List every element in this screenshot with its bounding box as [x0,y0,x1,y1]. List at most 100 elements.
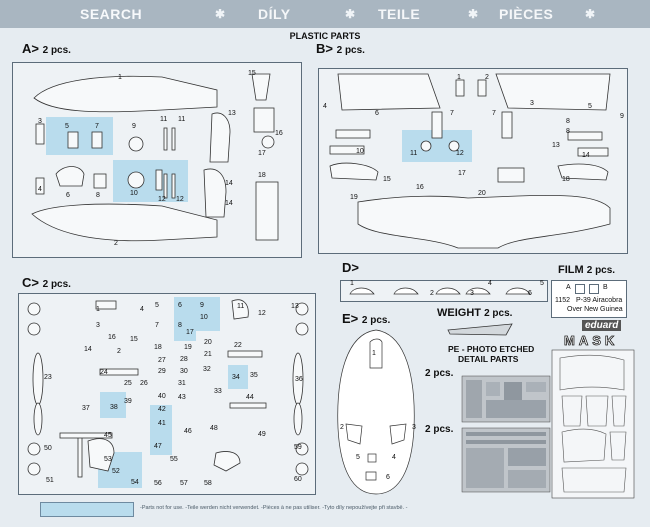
part-number: 3 [412,424,416,431]
part-number: 7 [492,110,496,117]
part-number: 12 [456,150,464,157]
part-number: 14 [225,200,233,207]
sprue-e-label: E> 2 pcs. [342,311,391,326]
part-number: 36 [295,376,303,383]
part-number: 6 [386,474,390,481]
part-number: 3 [38,118,42,125]
star-icon: ✱ [345,7,356,21]
part-number: 16 [416,184,424,191]
mask-sheet [551,349,635,499]
part-number: 2 [430,290,434,297]
part-number: 51 [46,477,54,484]
part-number: 6 [66,192,70,199]
part-number: 13 [552,142,560,149]
sprue-c-frame [18,293,316,495]
part-number: 14 [582,152,590,159]
star-icon: ✱ [468,7,479,21]
part-number: 41 [158,420,166,427]
part-number: 29 [158,368,166,375]
header-lang-0: DÍLY [258,6,291,22]
part-number: 4 [140,306,144,313]
part-number: 19 [184,344,192,351]
part-number: 4 [323,103,327,110]
part-number: 17 [458,170,466,177]
pe-title: PE - PHOTO ETCHED [448,344,535,354]
part-number: 32 [203,366,211,373]
part-number: 10 [200,314,208,321]
part-number: 6 [375,110,379,117]
film-name: P-39 Airacobra [576,297,623,304]
sprue-c-label: C> 2 pcs. [22,275,71,290]
part-number: 8 [178,322,182,329]
part-number: 4 [38,186,42,193]
sprue-b-label: B> 2 pcs. [316,41,365,56]
part-number: 13 [228,110,236,117]
part-number: 20 [204,339,212,346]
part-number: 7 [95,123,99,130]
film-a-label: A [566,284,571,291]
part-number: 31 [178,380,186,387]
header-bar: SEARCH ✱ DÍLY ✱ TEILE ✱ PIÈCES ✱ [0,0,650,28]
part-number: 1 [118,74,122,81]
star-icon: ✱ [215,7,226,21]
part-number: 54 [131,479,139,486]
sprue-c-parts [27,299,309,478]
header-search-label: SEARCH [80,6,143,22]
part-number: 18 [562,176,570,183]
part-number: 16 [108,334,116,341]
part-number: 25 [124,380,132,387]
part-number: 11 [160,116,168,123]
part-number: 6 [528,290,532,297]
part-number: 56 [154,480,162,487]
part-number: 15 [248,70,256,77]
part-number: 21 [204,351,212,358]
film-b-label: B [603,284,608,291]
part-number: 7 [155,322,159,329]
sprue-a-parts [31,73,279,242]
part-number: 13 [291,303,299,310]
part-number: 22 [234,342,242,349]
part-number: 18 [154,344,162,351]
unused-parts-highlight [174,297,196,341]
part-number: 23 [44,374,52,381]
header-lang-2: PIÈCES [499,6,554,22]
part-number: 52 [112,468,120,475]
unused-parts-highlight [228,365,248,389]
part-number: 4 [392,454,396,461]
part-number: 16 [275,130,283,137]
part-number: 30 [180,368,188,375]
pe-fret2-count: 2 pcs. [425,424,454,435]
unused-parts-highlight [100,392,126,418]
part-number: 46 [184,428,192,435]
film-a-shape [575,284,585,294]
part-number: 3 [530,100,534,107]
mask-brand: eduard [582,320,622,331]
part-number: 18 [258,172,266,179]
part-number: 10 [356,148,364,155]
part-number: 9 [132,123,136,130]
part-number: 5 [65,123,69,130]
part-number: 5 [356,454,360,461]
part-number: 26 [140,380,148,387]
part-number: 14 [84,346,92,353]
part-number: 5 [155,302,159,309]
sprue-d-label: D> [342,260,359,275]
part-number: 9 [620,113,624,120]
part-number: 17 [258,150,266,157]
part-number: 3 [96,322,100,329]
pe-subtitle: DETAIL PARTS [458,354,519,364]
part-number: 5 [588,103,592,110]
part-number: 2 [117,348,121,355]
part-number: 27 [158,357,166,364]
part-number: 1 [372,350,376,357]
unused-parts-highlight [196,297,220,331]
unused-parts-swatch [40,502,134,517]
pe-fret1-count: 2 pcs. [425,368,454,379]
part-number: 2 [114,240,118,247]
footer-note: -Parts not for use. -Teile werden nicht … [140,505,408,511]
part-number: 7 [450,110,454,117]
mask-label: MASK [564,333,619,349]
part-number: 15 [130,336,138,343]
film-label: FILM 2 pcs. [558,264,616,276]
part-number: 9 [200,302,204,309]
